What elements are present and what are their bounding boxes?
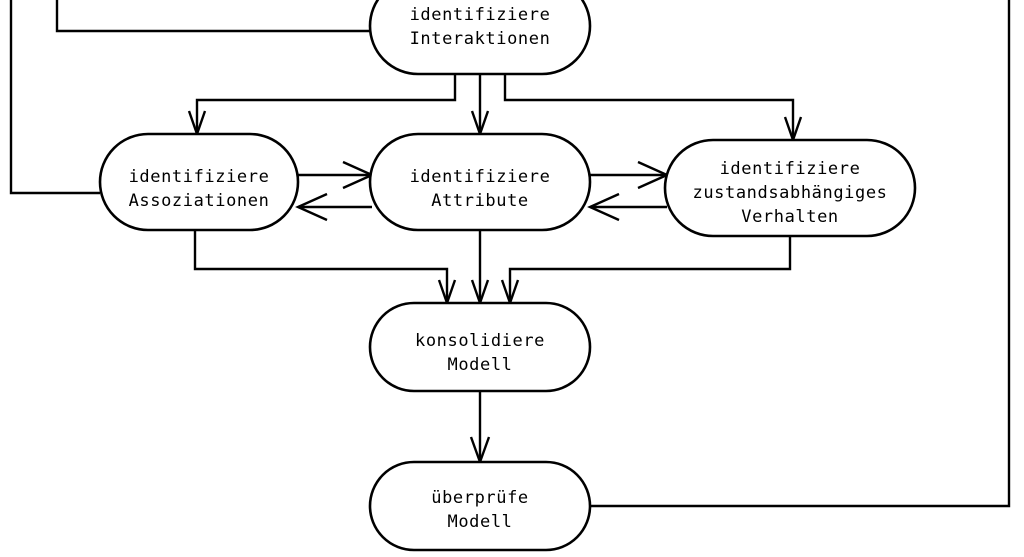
edge-interaktionen-to-assoziationen [195, 74, 457, 134]
node-label-verhalten-line2: zustandsabhängiges [692, 183, 887, 203]
node-shape-konsolidiere [368, 301, 592, 393]
node-label-verhalten-line1: identifiziere [720, 159, 861, 179]
node-label-konsolidiere-line1: konsolidiere [415, 331, 545, 351]
node-shape-assoziationen [98, 132, 300, 232]
node-shape-attribute [368, 132, 592, 232]
node-identifiziere-assoziationen[interactable]: identifiziere Assoziationen [98, 132, 300, 232]
node-shape-interaktionen [368, 0, 592, 76]
node-label-attribute-line1: identifiziere [410, 167, 551, 187]
node-label-assoziationen-line1: identifiziere [129, 167, 270, 187]
node-label-konsolidiere-line2: Modell [447, 355, 512, 375]
edge-feedback-right-ueberpruefe [590, 0, 1011, 508]
node-konsolidiere-modell[interactable]: konsolidiere Modell [368, 301, 592, 393]
node-identifiziere-interaktionen[interactable]: identifiziere Interaktionen [368, 0, 592, 76]
edges-layer [9, 0, 1011, 508]
node-label-ueberpruefe-line2: Modell [447, 512, 512, 532]
node-label-verhalten-line3: Verhalten [741, 207, 839, 227]
edge-feedback-left-outer [9, 0, 100, 195]
node-identifiziere-zustandsabhaengiges-verhalten[interactable]: identifiziere zustandsabhängiges Verhalt… [663, 138, 917, 238]
node-shape-verhalten [663, 138, 917, 238]
node-label-attribute-line2: Attribute [431, 191, 529, 211]
arrowhead-verhalten-to-attribute [587, 192, 620, 222]
edge-assoziationen-to-konsolidiere [193, 230, 449, 303]
node-shape-ueberpruefe [368, 460, 592, 552]
nodes-layer: identifiziere Interaktionen identifizier… [98, 0, 917, 552]
node-label-assoziationen-line2: Assoziationen [129, 191, 270, 211]
edge-feedback-left-inner [55, 0, 370, 33]
node-label-ueberpruefe-line1: überprüfe [431, 488, 529, 508]
arrowhead-attribute-to-assoziationen [295, 192, 328, 222]
node-identifiziere-attribute[interactable]: identifiziere Attribute [368, 132, 592, 232]
node-ueberpruefe-modell[interactable]: überprüfe Modell [368, 460, 592, 552]
edge-verhalten-to-konsolidiere [508, 236, 792, 303]
node-label-interaktionen-line2: Interaktionen [410, 29, 551, 49]
edge-interaktionen-to-verhalten [503, 74, 795, 140]
node-label-interaktionen-line1: identifiziere [410, 5, 551, 25]
